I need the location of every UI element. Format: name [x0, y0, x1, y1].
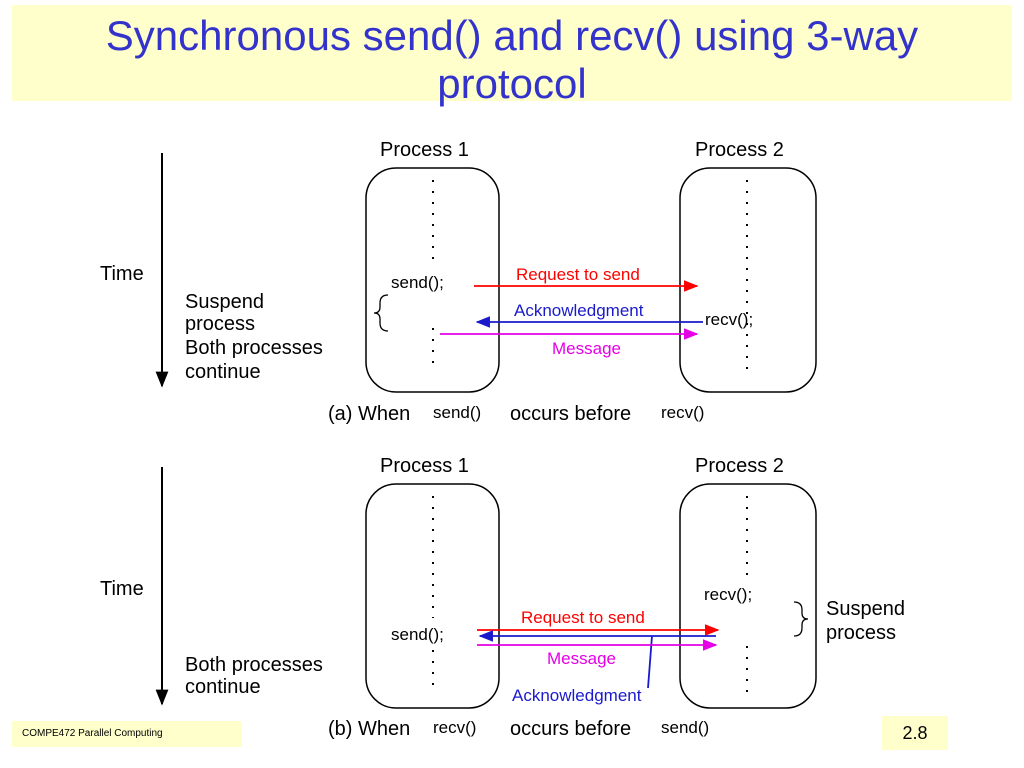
process2-label-a: Process 2 — [695, 139, 784, 161]
suspend-label-a-1: Suspend — [185, 291, 264, 313]
continue-label-b-1: Both processes — [185, 654, 323, 676]
continue-label-a-2: continue — [185, 361, 261, 383]
caption-a-second: recv() — [661, 403, 705, 422]
continue-label-a-1: Both processes — [185, 337, 323, 359]
time-label-a: Time — [100, 263, 144, 285]
ack-arrow-b-tail — [647, 635, 653, 689]
send-call-b: send(); — [391, 625, 444, 644]
suspend-brace-b — [793, 601, 809, 637]
message-label-b: Message — [547, 649, 616, 668]
suspend-label-b-2: process — [826, 622, 897, 644]
caption-a-first: send() — [433, 403, 482, 422]
process1-box-b — [365, 483, 500, 709]
caption-a-mid: occurs before — [510, 403, 632, 425]
caption-b-first: recv() — [433, 718, 477, 737]
ack-label-b: Acknowledgment — [512, 686, 642, 705]
recv-call-b: recv(); — [704, 585, 753, 604]
title-band — [12, 5, 1012, 101]
suspend-brace-a — [373, 294, 389, 332]
title-line-2: protocol — [437, 60, 587, 107]
caption-b-prefix: (b) When — [328, 718, 411, 740]
suspend-label-a-2: process — [185, 313, 256, 335]
request-label-b: Request to send — [521, 608, 645, 627]
continue-label-b-2: continue — [185, 676, 261, 698]
caption-b-mid: occurs before — [510, 718, 632, 740]
request-label-a: Request to send — [516, 265, 640, 284]
caption-b-second: send() — [661, 718, 710, 737]
process1-label-b: Process 1 — [380, 455, 469, 477]
process2-box-a — [679, 167, 817, 393]
process2-label-b: Process 2 — [695, 455, 784, 477]
suspend-label-b-1: Suspend — [826, 598, 905, 620]
slide-title: Synchronous send() and recv() using 3-wa… — [12, 12, 1012, 108]
page-number: 2.8 — [882, 716, 948, 750]
title-line-1: Synchronous send() and recv() using 3-wa… — [105, 12, 919, 59]
process1-box-a — [365, 167, 500, 393]
time-label-b: Time — [100, 578, 144, 600]
send-call-a: send(); — [391, 273, 444, 292]
footer-course: COMPE472 Parallel Computing — [12, 721, 242, 747]
caption-a-prefix: (a) When — [328, 403, 411, 425]
process1-label-a: Process 1 — [380, 139, 469, 161]
recv-call-a: recv(); — [705, 310, 754, 329]
message-label-a: Message — [552, 339, 621, 358]
process2-box-b — [679, 483, 817, 709]
ack-label-a: Acknowledgment — [514, 301, 644, 320]
